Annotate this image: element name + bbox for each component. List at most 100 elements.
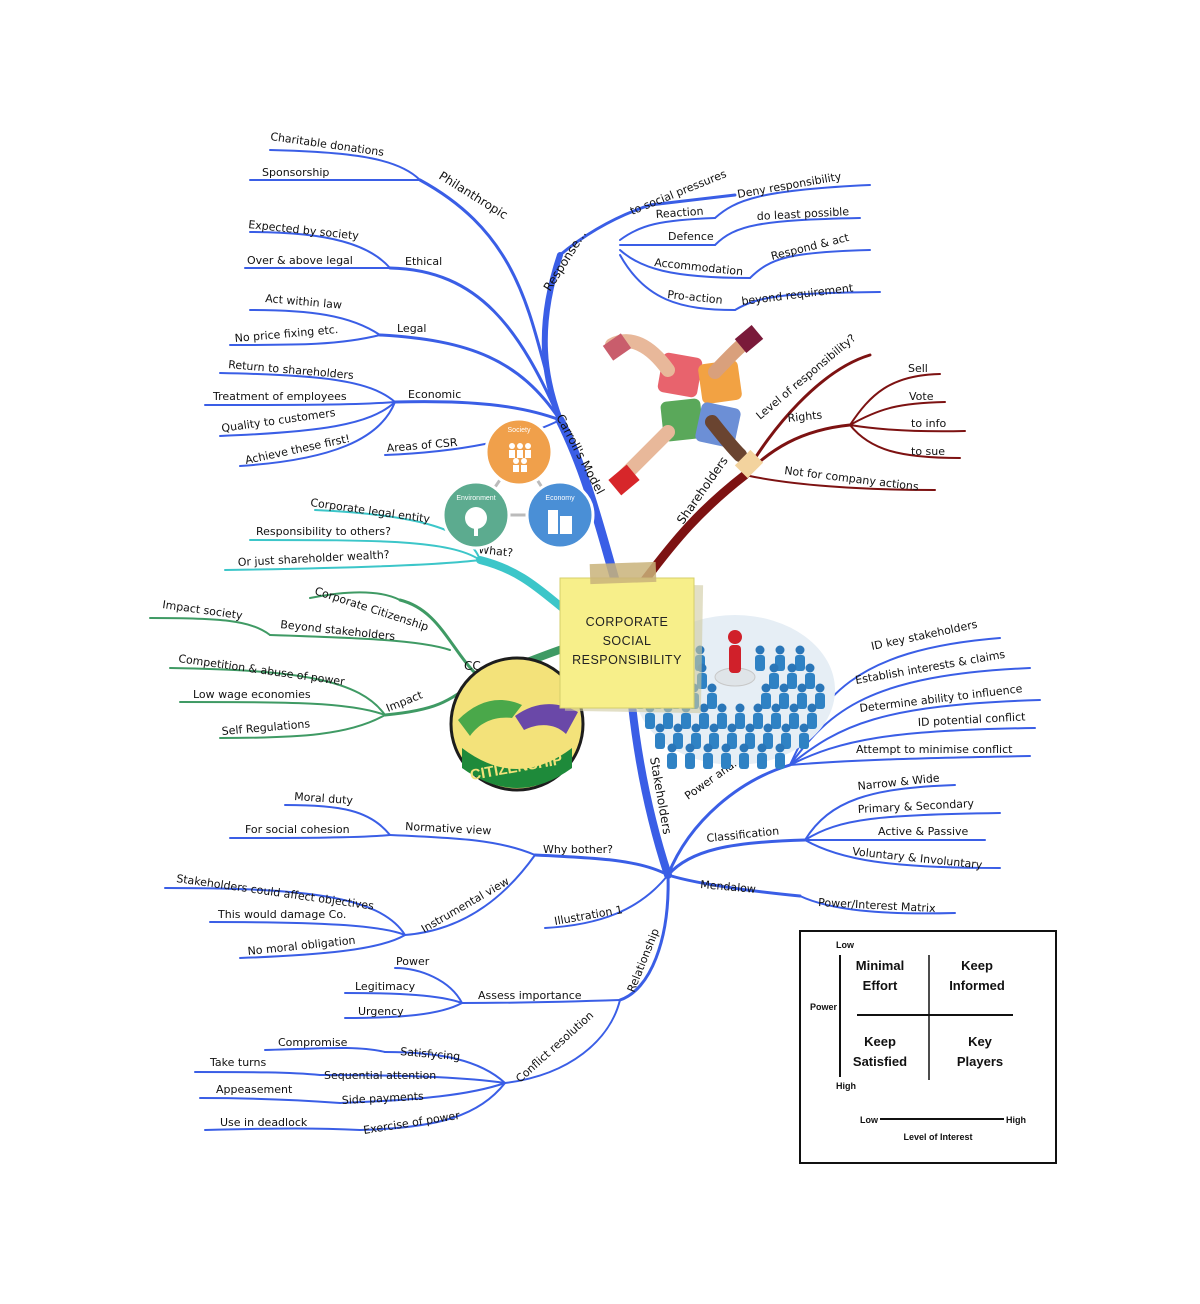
crowd-person-icon	[717, 703, 727, 729]
carroll-branches	[204, 149, 562, 467]
take-turns: Take turns	[209, 1056, 266, 1069]
crowd-person-icon	[673, 723, 683, 749]
puzzle-hands-illustration	[602, 325, 764, 496]
stakeholders-could-affect: Stakeholders could affect objectives	[176, 872, 375, 913]
crowd-person-icon	[781, 723, 791, 749]
crowd-person-icon	[807, 703, 817, 729]
central-note: CORPORATE SOCIAL RESPONSIBILITY	[559, 561, 704, 714]
crowd-person-icon	[727, 723, 737, 749]
crowd-person-icon	[771, 703, 781, 729]
crowd-person-icon	[699, 703, 709, 729]
crowd-person-icon	[691, 723, 701, 749]
crowd-person-icon	[655, 723, 665, 749]
accommodation-label: Accommodation	[654, 256, 744, 278]
respond-act: Respond & act	[770, 231, 851, 263]
stakeholders-branches	[164, 637, 1041, 1131]
exercise-of-power: Exercise of power	[362, 1109, 461, 1137]
cell-effort: Effort	[863, 978, 898, 993]
crowd-person-icon	[805, 663, 815, 689]
crowd-person-icon	[763, 723, 773, 749]
why-bother-label: Why bother?	[543, 843, 613, 856]
cc-label: CC	[464, 659, 481, 673]
power-interest-matrix: Power/Interest Matrix	[818, 896, 936, 915]
response-label: Response...	[541, 228, 589, 294]
pro-action-label: Pro-action	[667, 288, 724, 307]
for-social-cohesion: For social cohesion	[245, 823, 350, 836]
establish-interests-claims: Establish interests & claims	[854, 648, 1006, 687]
matrix-low-top: Low	[836, 940, 855, 950]
what-trunk	[476, 556, 569, 614]
matrix-high-left: High	[836, 1081, 856, 1091]
cell-satisfied: Satisfied	[853, 1054, 907, 1069]
defence-label: Defence	[668, 230, 714, 243]
reaction-label: Reaction	[655, 205, 704, 221]
cell-keep-1: Keep	[961, 958, 993, 973]
instrumental-view-label: Instrumental view	[419, 875, 511, 936]
tree-icon	[465, 507, 487, 536]
crowd-person-icon	[721, 743, 731, 769]
beyond-requirement: beyond requirement	[741, 281, 855, 308]
cc-branches	[149, 591, 482, 739]
responsibility-to-others: Responsibility to others?	[256, 525, 391, 538]
what-branches	[224, 509, 481, 571]
matrix-power-label: Power	[810, 1002, 838, 1012]
this-would-damage: This would damage Co.	[217, 908, 346, 921]
corporate-legal-entity: Corporate legal entity	[310, 496, 432, 526]
legitimacy-item: Legitimacy	[355, 980, 416, 993]
society-text: Society	[508, 427, 531, 434]
do-least-possible: do least possible	[756, 205, 849, 223]
level-of-responsibility: Level of responsibility?	[754, 331, 859, 422]
cell-key: Key	[968, 1034, 993, 1049]
crowd-person-icon	[797, 683, 807, 709]
crowd-person-icon	[735, 703, 745, 729]
return-to-shareholders: Return to shareholders	[228, 358, 355, 382]
areas-of-csr: Areas of CSR	[386, 436, 458, 455]
determine-ability-to-influence: Determine ability to influence	[859, 682, 1023, 715]
crowd-person-icon	[755, 645, 765, 671]
illustration-label: Illustration 1	[553, 903, 623, 928]
matrix-low-bottom: Low	[860, 1115, 879, 1125]
sequential-attention: Sequential attention	[324, 1069, 436, 1082]
use-in-deadlock: Use in deadlock	[220, 1116, 308, 1129]
satisfycing: Satisfycing	[400, 1045, 461, 1063]
center-line3: RESPONSIBILITY	[572, 653, 682, 667]
competition-abuse-of-power: Competition & abuse of power	[178, 652, 346, 688]
crowd-person-icon	[707, 683, 717, 709]
ethical-label: Ethical	[405, 255, 442, 268]
cell-players: Players	[957, 1054, 1003, 1069]
cell-informed: Informed	[949, 978, 1005, 993]
sell-label: Sell	[908, 362, 928, 375]
center-line1: CORPORATE	[586, 615, 669, 629]
expected-by-society: Expected by society	[248, 218, 360, 243]
purple-hand-icon	[515, 704, 578, 734]
charitable-donations: Charitable donations	[270, 130, 386, 159]
tape-strip	[589, 561, 657, 585]
crowd-person-icon	[703, 743, 713, 769]
crowd-person-icon	[789, 703, 799, 729]
crowd-person-icon	[775, 645, 785, 671]
treatment-of-employees: Treatment of employees	[212, 390, 347, 403]
over-above-legal: Over & above legal	[247, 254, 353, 267]
id-potential-conflict: ID potential conflict	[917, 710, 1026, 729]
matrix-axis-label: Level of Interest	[903, 1132, 972, 1142]
crowd-person-icon	[799, 723, 809, 749]
id-key-stakeholders: ID key stakeholders	[870, 618, 979, 653]
sponsorship: Sponsorship	[262, 166, 329, 179]
crowd-person-icon	[685, 743, 695, 769]
active-passive: Active & Passive	[878, 825, 969, 838]
carroll-trunk	[555, 415, 620, 585]
power-item: Power	[396, 955, 430, 968]
matrix-high-bottom: High	[1006, 1115, 1026, 1125]
act-within-law: Act within law	[265, 292, 343, 312]
voluntary-involuntary: Voluntary & Involuntary	[852, 845, 984, 872]
economic-label: Economic	[408, 388, 461, 401]
economy-circle	[525, 480, 595, 550]
cell-keep-2: Keep	[864, 1034, 896, 1049]
to-sue-label: to sue	[911, 445, 945, 458]
to-info-label: to info	[911, 417, 946, 430]
crowd-person-icon	[761, 683, 771, 709]
people-icon	[509, 443, 531, 472]
economy-text: Economy	[545, 495, 575, 502]
crowd-person-icon	[815, 683, 825, 709]
crowd-person-icon	[775, 743, 785, 769]
